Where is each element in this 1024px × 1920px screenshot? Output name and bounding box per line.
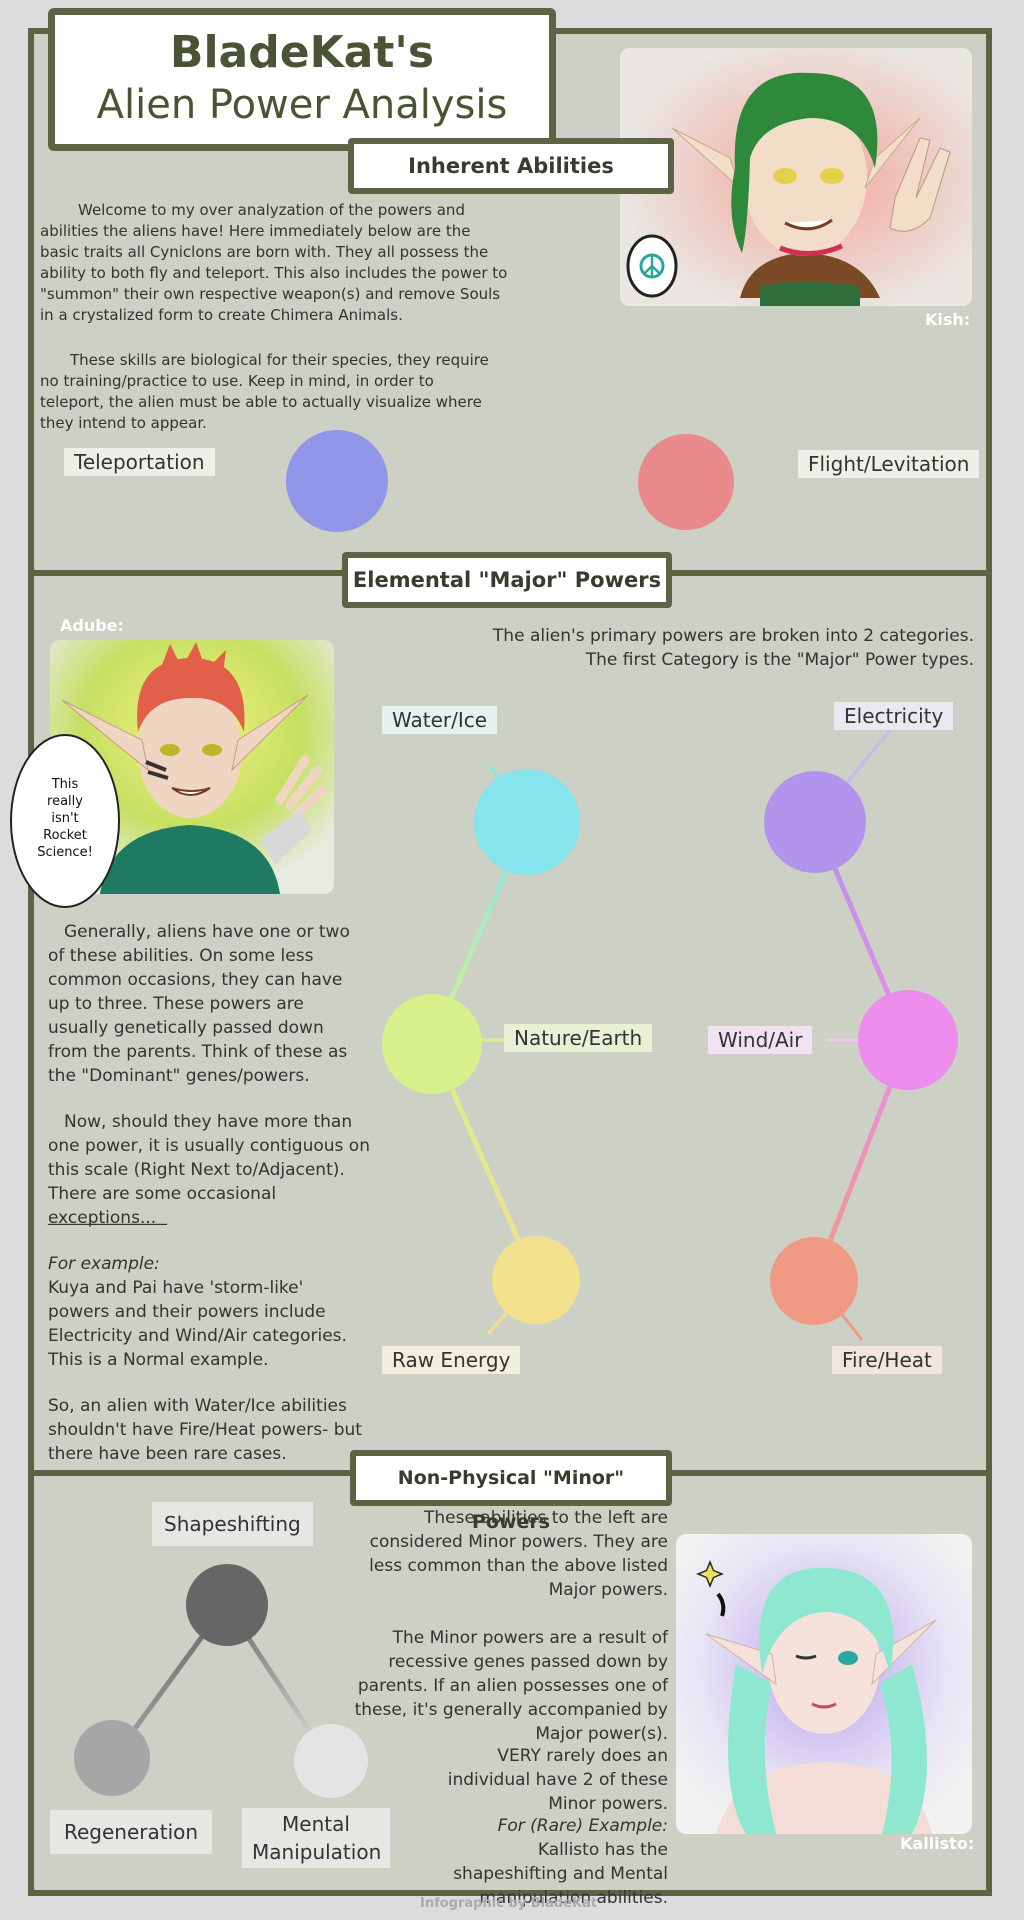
- major-example-text: Kuya and Pai have 'storm-like' powers an…: [48, 1278, 347, 1370]
- kish-portrait: [620, 48, 972, 306]
- regeneration-node: [74, 1720, 150, 1796]
- electricity-label: Electricity: [834, 702, 954, 730]
- wind-air-label: Wind/Air: [708, 1026, 813, 1054]
- inherent-paragraph-2: These skills are biological for their sp…: [40, 351, 489, 432]
- flight-label: Flight/Levitation: [798, 450, 980, 478]
- regeneration-label: Regeneration: [50, 1810, 213, 1854]
- major-section-header: Elemental "Major" Powers: [342, 552, 672, 608]
- major-intro: The alien's primary powers are broken in…: [492, 626, 974, 670]
- title-box: BladeKat's Alien Power Analysis: [48, 8, 556, 151]
- shapeshifting-label: Shapeshifting: [152, 1502, 313, 1546]
- teleportation-label: Teleportation: [64, 448, 215, 476]
- inherent-paragraph-1: Welcome to my over analyzation of the po…: [40, 201, 508, 324]
- adube-name-label: Adube:: [60, 616, 124, 635]
- major-example-label: For example:: [48, 1254, 160, 1274]
- mental-manipulation-node: [294, 1724, 368, 1798]
- major-paragraph-1: Generally, aliens have one or two of the…: [48, 922, 350, 1086]
- minor-example-label: For (Rare) Example:: [497, 1816, 668, 1836]
- kish-name-label: Kish:: [925, 310, 971, 329]
- minor-section-header: Non-Physical "Minor" Powers: [350, 1450, 672, 1533]
- water-ice-label: Water/Ice: [382, 706, 498, 734]
- nature-earth-node: [382, 994, 482, 1094]
- kallisto-illustration: [676, 1534, 972, 1834]
- inherent-section-header: Inherent Abilities: [348, 138, 674, 194]
- flight-node: [638, 434, 734, 530]
- water-ice-node: [474, 769, 580, 875]
- raw-energy-node: [492, 1236, 580, 1324]
- minor-paragraph-3: VERY rarely does an individual have 2 of…: [447, 1746, 668, 1814]
- major-divider: ______________: [48, 1206, 167, 1226]
- electricity-node: [764, 771, 866, 873]
- minor-paragraph-2: The Minor powers are a result of recessi…: [354, 1628, 668, 1744]
- adube-speech-bubble: This really isn't Rocket Science!: [10, 734, 120, 908]
- fire-heat-node: [770, 1237, 858, 1325]
- major-paragraph-3: So, an alien with Water/Ice abilities sh…: [48, 1396, 362, 1464]
- title-line-1: BladeKat's: [169, 27, 435, 78]
- minor-example-text: Kallisto has the shapeshifting and Menta…: [453, 1840, 668, 1908]
- nature-earth-label: Nature/Earth: [504, 1024, 653, 1052]
- shapeshifting-node: [186, 1564, 268, 1646]
- major-paragraph-2: Now, should they have more than one powe…: [48, 1112, 370, 1228]
- kallisto-name-label: Kallisto:: [900, 1834, 975, 1853]
- wind-air-node: [858, 990, 958, 1090]
- teleportation-node: [286, 430, 388, 532]
- fire-heat-label: Fire/Heat: [832, 1346, 942, 1374]
- mental-manipulation-label: Mental Manipulation: [242, 1808, 390, 1868]
- kallisto-portrait: [676, 1534, 972, 1834]
- minor-paragraph-1: These abilities to the left are consider…: [369, 1508, 668, 1600]
- raw-energy-label: Raw Energy: [382, 1346, 521, 1374]
- title-line-2: Alien Power Analysis: [96, 82, 508, 128]
- kish-illustration: [620, 48, 972, 306]
- footer-credit: Infographic by BladeKat: [420, 1896, 598, 1911]
